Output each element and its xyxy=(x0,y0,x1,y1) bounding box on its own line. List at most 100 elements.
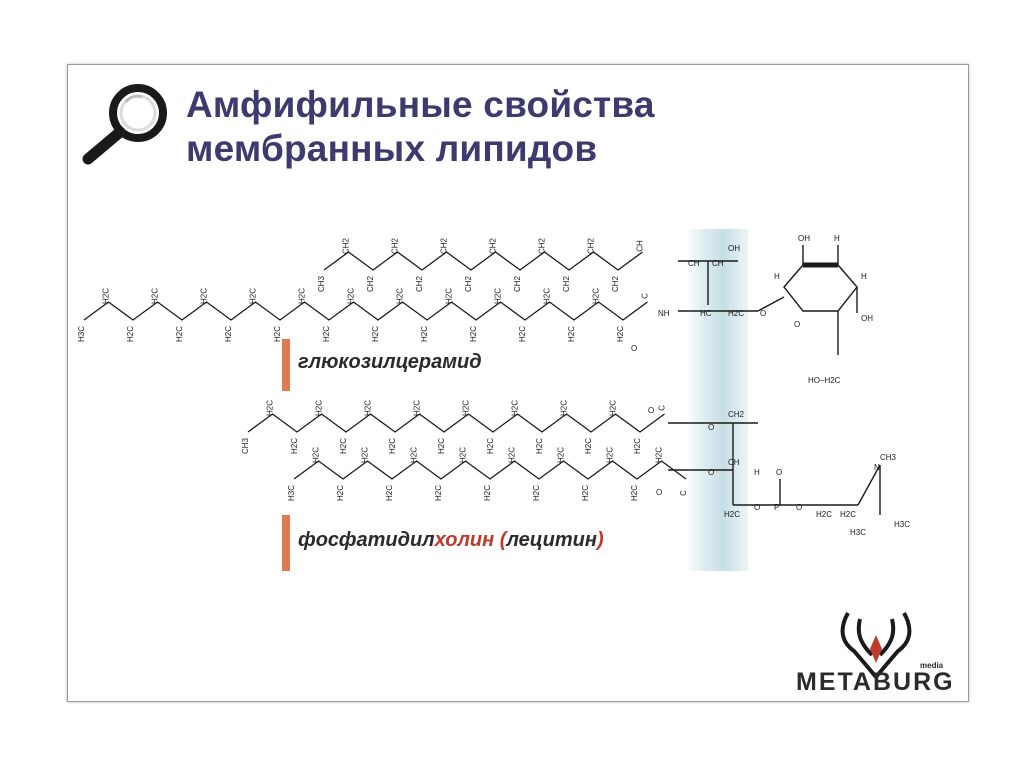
caption-phosphatidylcholine: фосфатидилхолин (лецитин) xyxy=(298,529,604,552)
phosphate-o-1: O xyxy=(754,503,760,512)
ceramide-fatty-acid-chain-label: H2C xyxy=(396,288,405,304)
sugar-ring-o: O xyxy=(794,320,800,329)
carbonyl-o-1: O xyxy=(631,344,637,353)
lecithin-chain-2-label: H2C xyxy=(630,485,639,501)
choline-ch3: CH3 xyxy=(880,453,897,462)
ceramide-fatty-acid-chain-label: H2C xyxy=(518,326,527,342)
ceramide-sphingosine-chain-label: CH xyxy=(636,240,645,252)
lecithin-chain-1-label: H2C xyxy=(584,438,593,454)
lecithin-chain-1-label: H2C xyxy=(486,438,495,454)
ceramide-nh: NH xyxy=(658,309,670,318)
ceramide-fatty-acid-chain-label: H2C xyxy=(151,288,160,304)
lecithin-chain-2-label: H2C xyxy=(581,485,590,501)
choline-h2c-1: H2C xyxy=(816,510,832,519)
ceramide-fatty-acid-chain-label: C xyxy=(641,293,650,299)
ceramide-fatty-acid-chain-label: H2C xyxy=(420,326,429,342)
lecithin-chain-2-label: H2C xyxy=(361,447,370,463)
lecithin-chain-2-label: H2C xyxy=(336,485,345,501)
ceramide-h2c: H2C xyxy=(728,309,744,318)
caption-choline: холин xyxy=(434,529,495,551)
caption-lecithin: лецитин xyxy=(506,529,597,551)
choline-n: N xyxy=(874,463,880,472)
lecithin-chain-1-label: H2C xyxy=(609,400,618,416)
polar-head-groups xyxy=(668,245,881,515)
glycerol-ch: CH xyxy=(728,458,740,467)
lecithin-chain-2-label: H2C xyxy=(385,485,394,501)
accent-bar-glucosylceramide xyxy=(282,339,290,391)
lecithin-chain-1-label: H2C xyxy=(364,400,373,416)
ceramide-fatty-acid-chain-label: H2C xyxy=(249,288,258,304)
ceramide-fatty-acid-chain-label: H2C xyxy=(322,326,331,342)
ceramide-fatty-acid-chain-label: H2C xyxy=(592,288,601,304)
lecithin-chain-2-label: H3C xyxy=(287,485,296,501)
ceramide-fatty-acid-chain-label: H2C xyxy=(102,288,111,304)
phosphate-o-3: O xyxy=(796,503,802,512)
phosphate-p: P xyxy=(774,503,779,512)
ceramide-fatty-acid-chain-label: H2C xyxy=(494,288,503,304)
ceramide-oh: OH xyxy=(728,244,740,253)
ceramide-sphingosine-chain-label: CH3 xyxy=(317,275,326,292)
title-line-1: Амфифильные свойства xyxy=(186,84,655,125)
ceramide-sphingosine-chain-label: CH2 xyxy=(587,237,596,254)
glycerol-o-1: O xyxy=(708,423,714,432)
ceramide-sphingosine-chain-label: CH2 xyxy=(440,237,449,254)
metaburg-logo-icon xyxy=(840,612,912,681)
ceramide-ch-2: CH xyxy=(712,259,724,268)
ceramide-sphingosine-chain-label: CH2 xyxy=(513,275,522,292)
lecithin-chain-2-label: H2C xyxy=(483,485,492,501)
water-interface xyxy=(686,229,748,571)
ceramide-fatty-acid-chain-label: H2C xyxy=(371,326,380,342)
caption-paren-open: ( xyxy=(494,529,507,551)
lecithin-chain-1-label: H2C xyxy=(339,438,348,454)
ceramide-fatty-acid-chain-label: H2C xyxy=(469,326,478,342)
ceramide-fatty-acid-chain-label: H2C xyxy=(273,326,282,342)
lecithin-chain-2-label: H2C xyxy=(655,447,664,463)
logo-media-label: media xyxy=(920,661,944,670)
ceramide-fatty-acid-chain-label: H2C xyxy=(567,326,576,342)
ceramide-sphingosine-chain-label: CH2 xyxy=(489,237,498,254)
head-group-labels: CH CH OH NH HC H2C O OH H H H OH O HO–H2… xyxy=(631,234,910,537)
ceramide-sphingosine-chain-label: CH2 xyxy=(611,275,620,292)
lecithin-chain-1-label: H2C xyxy=(437,438,446,454)
ceramide-fatty-acid-chain-label: H2C xyxy=(445,288,454,304)
sugar-h-3: H xyxy=(861,272,867,281)
lecithin-chain-1-label: H2C xyxy=(266,400,275,416)
ceramide-sphingosine-chain-label: CH2 xyxy=(415,275,424,292)
carbonyl-o-2: O xyxy=(656,488,662,497)
choline-h3c-1: H3C xyxy=(850,528,866,537)
ceramide-sphingosine-chain-label: CH2 xyxy=(538,237,547,254)
ceramide-fatty-acid-chain-label: H2C xyxy=(126,326,135,342)
ceramide-fatty-acid-chain-label: H2C xyxy=(298,288,307,304)
sugar-oh-2: OH xyxy=(861,314,873,323)
lecithin-chain-1-label: H2C xyxy=(535,438,544,454)
lecithin-chain-2-label: H2C xyxy=(508,447,517,463)
lecithin-chain-1-label: H2C xyxy=(388,438,397,454)
lecithin-chain-2-label: H2C xyxy=(434,485,443,501)
ceramide-sphingosine-chain-label: CH2 xyxy=(562,275,571,292)
ceramide-fatty-acid-chain xyxy=(83,301,648,321)
magnifier-icon xyxy=(82,84,167,165)
glycerol-h: H xyxy=(754,468,760,477)
lecithin-chain-1-label: H2C xyxy=(560,400,569,416)
ceramide-sphingosine-chain-label: CH2 xyxy=(464,275,473,292)
ceramide-fatty-acid-chain-label: H2C xyxy=(200,288,209,304)
ceramide-fatty-acid-chain-label: H2C xyxy=(543,288,552,304)
lecithin-chain-1-label: H2C xyxy=(462,400,471,416)
ceramide-fatty-acid-chain-label: H2C xyxy=(347,288,356,304)
lecithin-chain-1-label: H2C xyxy=(315,400,324,416)
ceramide-ch: CH xyxy=(688,259,700,268)
ceramide-fatty-acid-chain-label: H2C xyxy=(175,326,184,342)
sugar-ch2oh: HO–H2C xyxy=(808,376,841,385)
choline-h2c-2: H2C xyxy=(840,510,856,519)
lecithin-chain-1-label: CH3 xyxy=(241,437,250,454)
lecithin-chain-1-label: H2C xyxy=(413,400,422,416)
title-line-2: мембранных липидов xyxy=(186,128,598,169)
ceramide-sphingosine-chain xyxy=(323,251,643,271)
glycosidic-o: O xyxy=(760,309,766,318)
lecithin-chain-1 xyxy=(247,413,665,433)
page-title: Амфифильные свойства мембранных липидов xyxy=(186,83,655,171)
sugar-oh-1: OH xyxy=(798,234,810,243)
choline-h3c-2: H3C xyxy=(894,520,910,529)
glycerol-ch2: CH2 xyxy=(728,410,745,419)
ceramide-fatty-acid-chain-label: H2C xyxy=(224,326,233,342)
